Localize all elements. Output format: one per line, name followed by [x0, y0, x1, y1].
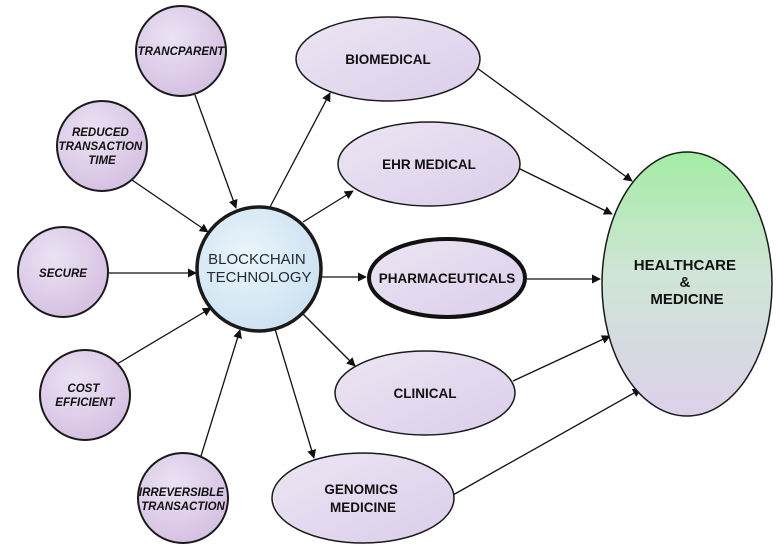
node-reduced-time: REDUCED TRANSACTION TIME	[56, 100, 148, 192]
arrow-biomedical-to-goal	[476, 67, 633, 182]
node-cost-efficient: COST EFFICIENT	[39, 349, 131, 441]
node-cost-efficient-label: COST EFFICIENT	[55, 383, 115, 409]
node-clinical-label: CLINICAL	[394, 386, 457, 401]
node-pharmaceuticals-shape	[367, 237, 527, 319]
arrow-cost-efficient-to-core	[116, 307, 212, 365]
node-goal-label: HEALTHCARE & MEDICINE	[634, 257, 740, 308]
node-biomedical-label: BIOMEDICAL	[345, 52, 431, 67]
node-goal-shape	[601, 151, 773, 417]
node-irreversible: IRREVERSIBLE TRANSACTION	[137, 452, 229, 544]
arrow-genomics-to-goal	[452, 388, 642, 496]
node-cost-efficient-shape	[39, 349, 131, 441]
arrow-core-to-clinical	[302, 313, 356, 367]
node-biomedical: BIOMEDICAL	[295, 16, 481, 102]
node-pharmaceuticals-label: PHARMACEUTICALS	[379, 271, 516, 286]
node-reduced-time-label: REDUCED TRANSACTION TIME	[59, 127, 146, 167]
arrow-clinical-to-goal	[512, 335, 611, 382]
node-genomics-medicine: GENOMICS MEDICINE	[271, 452, 455, 544]
node-pharmaceuticals: PHARMACEUTICALS	[367, 237, 527, 319]
node-secure-shape	[17, 226, 109, 318]
node-blockchain-technology: BLOCKCHAIN TECHNOLOGY	[195, 205, 323, 333]
node-transparent: TRANCPARENT	[135, 5, 227, 97]
node-ehr-medical-label: EHR MEDICAL	[382, 157, 476, 172]
node-genomics-shape	[271, 452, 455, 544]
node-clinical-shape	[334, 350, 516, 436]
node-genomics-label: GENOMICS MEDICINE	[324, 482, 401, 515]
node-transparent-label: TRANCPARENT	[138, 46, 226, 58]
arrow-irreversible-to-core	[200, 329, 242, 457]
arrow-core-to-ehr-medical	[302, 190, 354, 223]
node-irreversible-shape	[137, 452, 229, 544]
node-ehr-medical-shape	[337, 121, 521, 207]
node-biomedical-shape	[295, 16, 481, 102]
edges	[108, 67, 642, 496]
node-transparent-shape	[135, 5, 227, 97]
node-ehr-medical: EHR MEDICAL	[337, 121, 521, 207]
arrow-transparent-to-core	[194, 94, 238, 209]
arrow-core-to-genomics	[274, 328, 316, 459]
node-core-label: BLOCKCHAIN TECHNOLOGY	[206, 251, 311, 286]
node-core-shape	[195, 205, 323, 333]
node-healthcare-medicine: HEALTHCARE & MEDICINE	[601, 151, 773, 417]
node-reduced-time-shape	[56, 100, 148, 192]
arrow-reduced-time-to-core	[131, 179, 209, 233]
arrow-core-to-biomedical	[269, 92, 331, 208]
node-secure: SECURE	[17, 226, 109, 318]
arrow-ehr-medical-to-goal	[517, 167, 613, 215]
node-secure-label: SECURE	[39, 268, 87, 280]
node-irreversible-label: IRREVERSIBLE TRANSACTION	[139, 487, 227, 513]
node-clinical: CLINICAL	[334, 350, 516, 436]
